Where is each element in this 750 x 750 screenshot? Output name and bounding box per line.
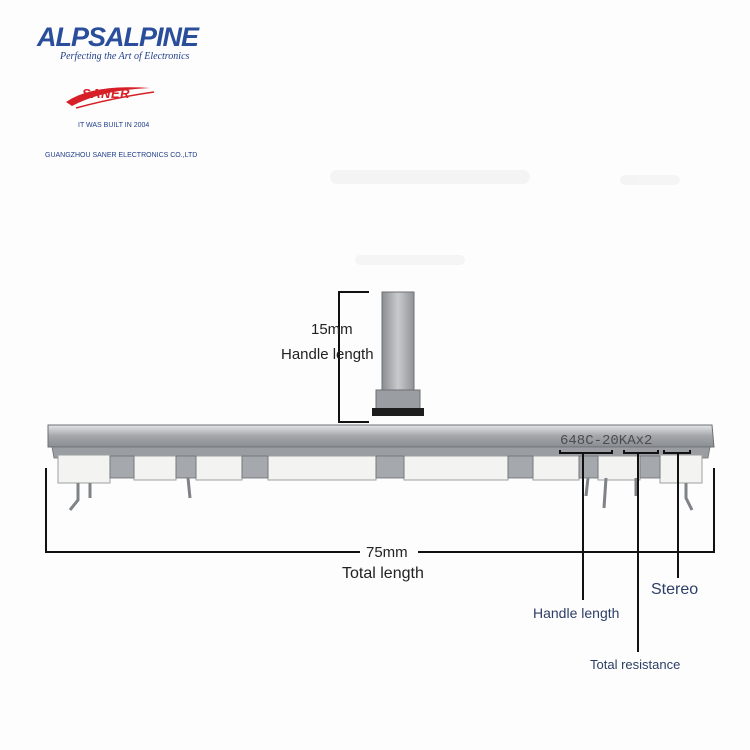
total-length-value: 75mm [366, 544, 408, 561]
code-handle-length-label: Handle length [533, 605, 620, 621]
handle-length-value: 15mm [311, 321, 353, 338]
total-length-label: Total length [342, 565, 424, 582]
saner-swoosh-icon [66, 87, 155, 109]
plastic-base [57, 454, 703, 484]
housing-tabs [109, 455, 661, 479]
code-callout-leaders [559, 450, 691, 652]
alpsalpine-logo: ALPSALPINE [37, 22, 199, 52]
saner-wordmark: SANER [82, 86, 131, 101]
saner-logo: SANER [62, 78, 158, 112]
terminal-pins [68, 477, 694, 511]
handle-length-bracket [338, 291, 369, 423]
slider-handle [372, 291, 424, 416]
part-number-marking: 648C-20KAx2 [560, 433, 652, 449]
company-name: GUANGZHOU SANER ELECTRONICS CO.,LTD [45, 152, 198, 159]
alps-tagline: Perfecting the Art of Electronics [60, 51, 190, 62]
metal-housing [47, 424, 715, 459]
stereo-label: Stereo [651, 581, 699, 598]
background-shadow [330, 170, 680, 265]
built-year-note: IT WAS BUILT IN 2004 [78, 122, 150, 129]
handle-length-label: Handle length [281, 346, 374, 363]
code-total-resistance-label: Total resistance [590, 657, 681, 672]
total-length-bracket [45, 468, 715, 553]
